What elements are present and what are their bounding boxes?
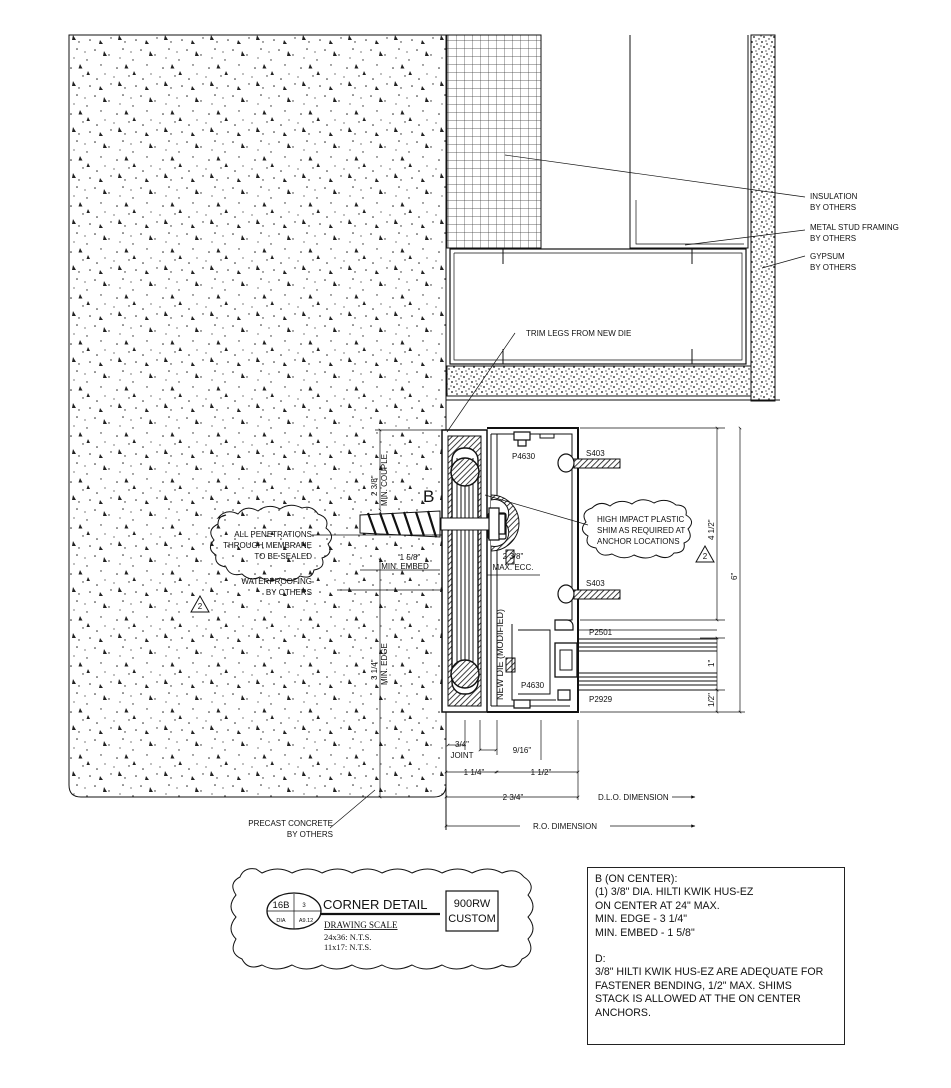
svg-text:BY OTHERS: BY OTHERS — [287, 830, 333, 839]
dim-min-embed: 1 5/8" MIN. EMBED — [381, 553, 429, 571]
label-waterproofing: WATERPROOFING BY OTHERS — [241, 577, 312, 597]
part-p2929: P2929 — [589, 695, 613, 704]
svg-text:ANCHOR LOCATIONS: ANCHOR LOCATIONS — [597, 537, 680, 546]
svg-text:THROUGH MEMBRANE: THROUGH MEMBRANE — [223, 541, 312, 550]
label-penetrations: ALL PENETRATIONS THROUGH MEMBRANE TO BE … — [223, 530, 312, 561]
note-d-line: 3/8" HILTI KWIK HUS-EZ ARE ADEQUATE FOR — [595, 966, 824, 979]
note-d-heading: D: — [595, 953, 606, 966]
system-box — [445, 890, 499, 932]
svg-text:JOINT: JOINT — [450, 751, 473, 760]
svg-text:MIN. EMBED: MIN. EMBED — [381, 562, 429, 571]
penetrations-cloud — [210, 504, 332, 582]
dim-1-2: 1/2" — [707, 693, 716, 707]
part-p4630-bottom: P4630 — [521, 681, 545, 690]
shim-cloud — [582, 499, 692, 559]
metal-stud-framing — [449, 248, 747, 365]
detail-title-block: 16B 3 DIA A9.12 CORNER DETAIL DRAWING SC… — [266, 890, 499, 952]
note-d-line: FASTENER BENDING, 1/2" MAX. SHIMS — [595, 979, 792, 992]
svg-text:SHIM AS REQUIRED AT: SHIM AS REQUIRED AT — [597, 526, 685, 535]
svg-text:1 5/8": 1 5/8" — [400, 553, 421, 562]
svg-text:INSULATION: INSULATION — [810, 192, 858, 201]
dim-ro: R.O. DIMENSION — [533, 822, 597, 831]
svg-text:2: 2 — [198, 602, 203, 611]
svg-text:11x17: N.T.S.: 11x17: N.T.S. — [324, 942, 371, 952]
svg-text:MIN. EDGE: MIN. EDGE — [380, 643, 389, 685]
detail-number: 16B — [273, 900, 290, 911]
note-b-line: ON CENTER AT 24" MAX. — [595, 899, 720, 912]
svg-text:WATERPROOFING: WATERPROOFING — [241, 577, 312, 586]
note-d-line: ANCHORS. — [595, 1006, 651, 1019]
svg-text:900RW: 900RW — [454, 898, 491, 910]
svg-text:BY OTHERS: BY OTHERS — [810, 203, 856, 212]
insulation — [446, 34, 542, 249]
svg-text:TO BE SEALED: TO BE SEALED — [254, 552, 312, 561]
svg-text:24x36: N.T.S.: 24x36: N.T.S. — [324, 932, 372, 942]
svg-text:MIN. COUPLE: MIN. COUPLE — [380, 454, 389, 506]
gypsum-wall — [750, 34, 776, 402]
svg-text:CUSTOM: CUSTOM — [448, 913, 495, 925]
svg-text:DRAWING SCALE: DRAWING SCALE — [324, 920, 398, 930]
svg-text:A9.12: A9.12 — [299, 918, 313, 924]
svg-text:3 1/4": 3 1/4" — [370, 659, 379, 680]
dim-9-16: 9/16" — [513, 746, 532, 755]
svg-text:BY OTHERS: BY OTHERS — [810, 234, 856, 243]
svg-text:BY OTHERS: BY OTHERS — [266, 588, 312, 597]
svg-text:HIGH IMPACT PLASTIC: HIGH IMPACT PLASTIC — [597, 515, 684, 524]
detail-title: CORNER DETAIL — [323, 897, 428, 912]
svg-text:METAL STUD FRAMING: METAL STUD FRAMING — [810, 223, 899, 232]
part-s403-top: S403 — [586, 449, 605, 458]
dim-4-1-2: 4 1/2" — [707, 519, 716, 540]
window-frame — [441, 427, 717, 713]
title-cloud — [230, 868, 534, 970]
label-precast: PRECAST CONCRETE BY OTHERS — [248, 819, 333, 839]
gypsum-return — [446, 365, 752, 397]
svg-text:2 3/8": 2 3/8" — [503, 552, 524, 561]
svg-text:ALL PENETRATIONS: ALL PENETRATIONS — [234, 530, 312, 539]
dim-1-1-2: 1 1/2" — [531, 768, 552, 777]
dim-dlo: D.L.O. DIMENSION — [598, 793, 669, 802]
dim-min-edge: 3 1/4" MIN. EDGE — [370, 643, 389, 685]
dim-joint: 3/4" JOINT — [450, 740, 473, 760]
label-gypsum: GYPSUM BY OTHERS — [810, 252, 856, 272]
dim-1: 1" — [707, 660, 716, 667]
part-s403-bottom: S403 — [586, 579, 605, 588]
note-d-line: STACK IS ALLOWED AT THE ON CENTER — [595, 993, 801, 1006]
part-p2501: P2501 — [589, 628, 613, 637]
dim-6: 6" — [730, 573, 739, 580]
anchor-bolt — [359, 507, 506, 541]
svg-text:GYPSUM: GYPSUM — [810, 252, 845, 261]
revision-triangle-left: 2 — [190, 594, 210, 613]
note-b-line: MIN. EDGE - 3 1/4" — [595, 913, 688, 926]
svg-text:3: 3 — [302, 903, 306, 909]
label-trim-legs: TRIM LEGS FROM NEW DIE — [526, 329, 631, 338]
revision-triangle-right: 2 — [695, 544, 715, 563]
svg-text:2: 2 — [703, 552, 708, 561]
note-b-line: (1) 3/8" DIA. HILTI KWIK HUS-EZ — [595, 886, 754, 899]
svg-text:BY OTHERS: BY OTHERS — [810, 263, 856, 272]
label-metal-stud: METAL STUD FRAMING BY OTHERS — [810, 223, 899, 243]
label-insulation: INSULATION BY OTHERS — [810, 192, 858, 212]
precast-concrete-panel — [68, 34, 447, 798]
note-b-line: MIN. EMBED - 1 5/8" — [595, 926, 695, 939]
svg-text:PRECAST CONCRETE: PRECAST CONCRETE — [248, 819, 333, 828]
dim-2-3-4: 2 3/4" — [503, 793, 524, 802]
svg-text:2 3/8": 2 3/8" — [370, 475, 379, 496]
svg-text:3/4": 3/4" — [455, 740, 469, 749]
svg-text:MAX. ECC.: MAX. ECC. — [493, 563, 534, 572]
anchor-notes-box: B (ON CENTER): (1) 3/8" DIA. HILTI KWIK … — [587, 867, 845, 1045]
label-new-die: NEW DIE (MODIFIED) — [495, 609, 505, 700]
svg-text:DIA: DIA — [276, 918, 286, 924]
dim-min-couple: 2 3/8" MIN. COUPLE — [370, 454, 389, 506]
dim-max-ecc: 2 3/8" MAX. ECC. — [493, 552, 534, 572]
anchor-tag: B — [423, 487, 434, 506]
label-shim: HIGH IMPACT PLASTIC SHIM AS REQUIRED AT … — [597, 515, 685, 546]
part-p4630-top: P4630 — [512, 452, 536, 461]
note-b-heading: B (ON CENTER): — [595, 873, 678, 885]
dim-1-1-4: 1 1/4" — [464, 768, 485, 777]
